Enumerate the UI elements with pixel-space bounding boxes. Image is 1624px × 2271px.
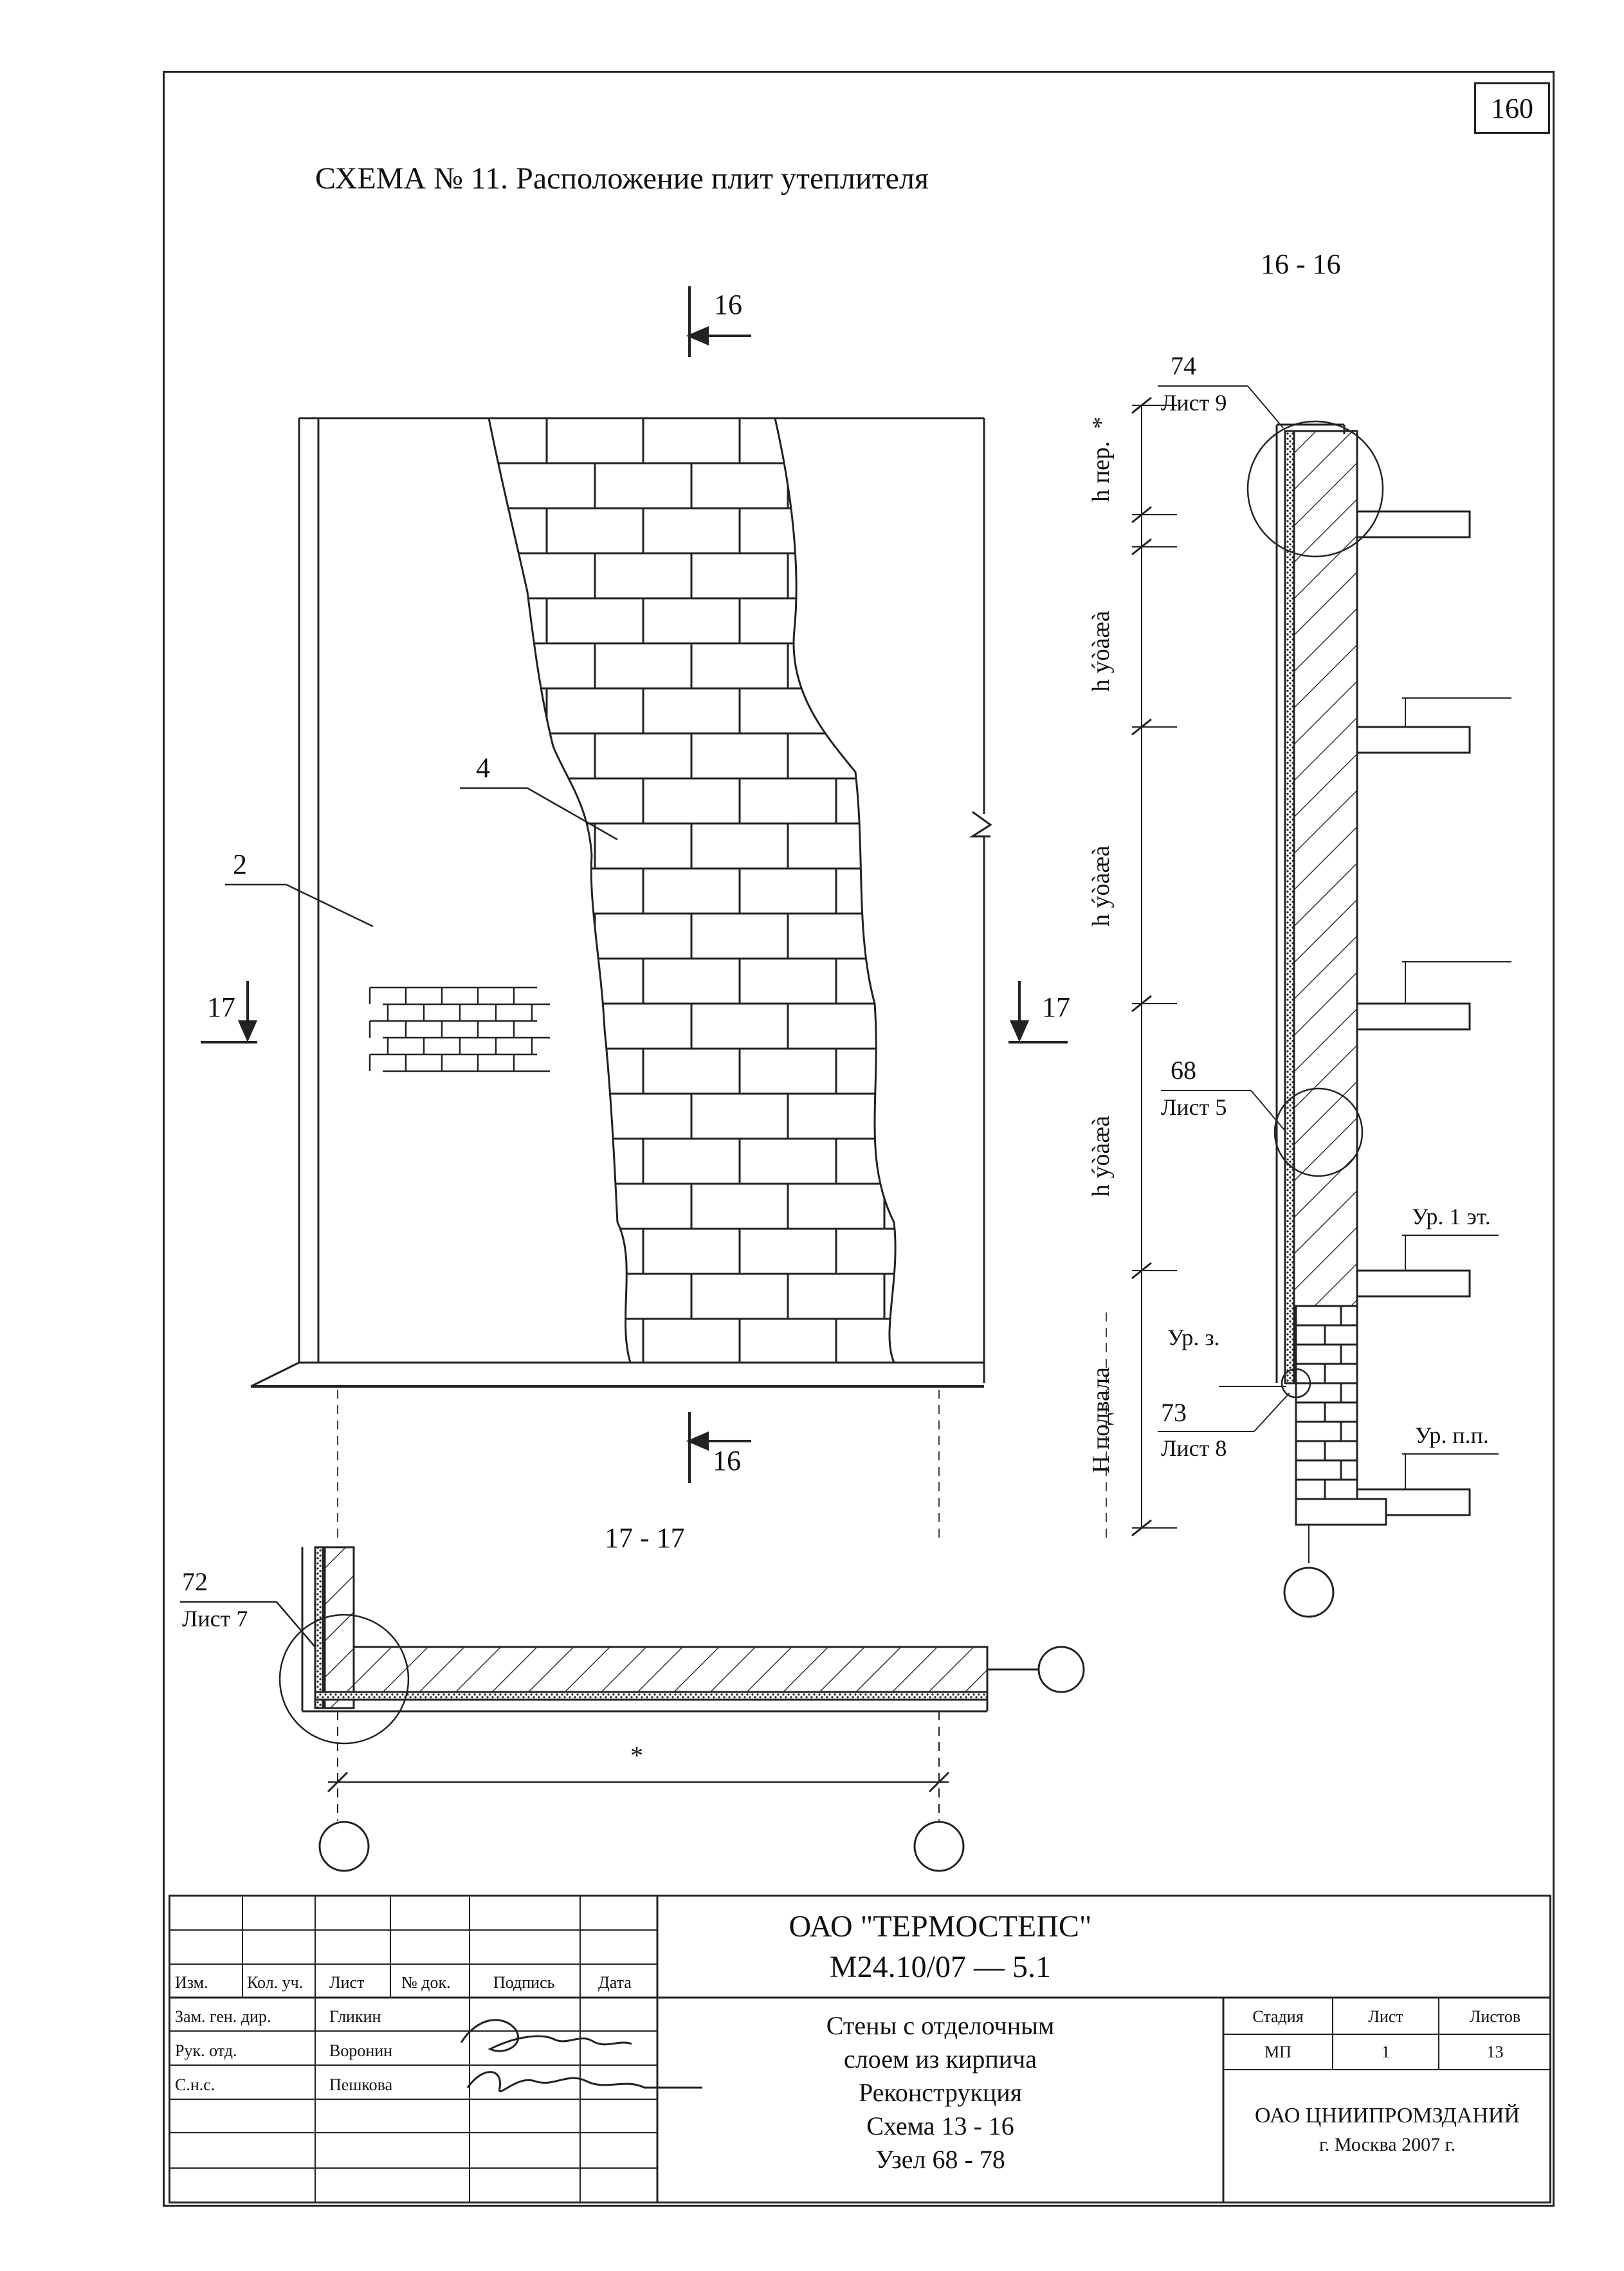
tb-description-5: Узел 68 - 78 — [875, 2145, 1005, 2174]
callout-2: 2 — [233, 849, 247, 880]
section-16-bottom-label: 16 — [713, 1445, 741, 1476]
tb-name-3: Пешкова — [329, 2075, 393, 2094]
tb-role-3: С.н.с. — [175, 2075, 215, 2094]
sheet-7-ref: Лист 7 — [182, 1606, 248, 1632]
tb-organization: ОАО ЦНИИПРОМЗДАНИЙ — [1254, 2104, 1520, 2128]
brick-cladding-area — [488, 417, 897, 1364]
tb-header-izm: Изм. — [175, 1973, 208, 1992]
dim-h-per: h пер. * — [1088, 416, 1115, 502]
dim-h-basement: H подвала — [1088, 1367, 1115, 1473]
section-16-16-title: 16 - 16 — [1261, 248, 1341, 280]
tb-header-list: Лист — [329, 1973, 365, 1992]
tb-sheets-value: 13 — [1486, 2043, 1504, 2061]
tb-header-date: Дата — [598, 1973, 632, 1992]
node-73: 73 — [1161, 1398, 1187, 1427]
callout-4: 4 — [476, 752, 490, 784]
sheet-8-ref: Лист 8 — [1161, 1435, 1227, 1461]
tb-role-2: Рук. отд. — [175, 2041, 237, 2060]
drawing-title: СХЕМА № 11. Расположение плит утеплителя — [315, 161, 929, 196]
tb-header-kol: Кол. уч. — [247, 1973, 304, 1992]
node-74: 74 — [1171, 351, 1196, 380]
dim-h-floor-2: h ýòàæà — [1088, 845, 1115, 926]
tb-description-4: Схема 13 - 16 — [866, 2111, 1014, 2140]
signature-peshkova — [466, 2071, 702, 2093]
page-frame — [163, 71, 1555, 2207]
tb-stage-header: Стадия — [1252, 2007, 1304, 2026]
tb-sheet-header: Лист — [1368, 2007, 1403, 2026]
extension-lines — [337, 1312, 1107, 1544]
plan-section-17 — [180, 1546, 1085, 1872]
brick-patch — [369, 986, 550, 1072]
tb-description-2: слоем из кирпича — [844, 2045, 1037, 2073]
vertical-section-16 — [1131, 385, 1511, 1618]
dim-h-floor-1: h ýòàæà — [1088, 611, 1115, 692]
tb-description-3: Реконструкция — [858, 2078, 1023, 2107]
tb-name-2: Воронин — [329, 2041, 393, 2060]
tb-sheets-header: Листов — [1469, 2007, 1521, 2026]
section-16-top-label: 16 — [714, 289, 742, 320]
sheet-9-ref: Лист 9 — [1161, 390, 1227, 416]
dim-h-floor-3: h ýòàæà — [1088, 1116, 1115, 1197]
tb-code: М24.10/07 — 5.1 — [829, 1950, 1051, 1984]
tb-sheet-value: 1 — [1382, 2043, 1390, 2061]
tb-stage-value: МП — [1264, 2043, 1291, 2061]
tb-city-year: г. Москва 2007 г. — [1319, 2134, 1455, 2155]
level-ground: Ур. з. — [1167, 1325, 1220, 1350]
title-block: Изм. Кол. уч. Лист № док. Подпись Дата З… — [169, 1895, 1551, 2203]
level-floor1: Ур. 1 эт. — [1412, 1204, 1491, 1229]
tb-role-1: Зам. ген. дир. — [175, 2007, 271, 2026]
sheet-number: 160 — [1474, 82, 1550, 134]
tb-header-sign: Подпись — [493, 1973, 555, 1992]
signature-voronin — [460, 2019, 632, 2052]
node-72: 72 — [182, 1567, 208, 1596]
section-17-right-label: 17 — [1042, 991, 1070, 1023]
section-17-left-label: 17 — [207, 991, 235, 1023]
callout-leaders — [225, 787, 618, 928]
tb-company: ОАО "ТЕРМОСТЕПС" — [789, 1909, 1092, 1944]
tb-description-1: Стены с отделочным — [826, 2011, 1055, 2040]
plan-dim-star: * — [630, 1741, 643, 1770]
tb-header-doc: № док. — [401, 1973, 451, 1992]
node-68: 68 — [1171, 1056, 1196, 1085]
sheet-5-ref: Лист 5 — [1161, 1094, 1227, 1120]
section-17-17-title: 17 - 17 — [605, 1522, 685, 1554]
section-markers — [201, 286, 1068, 1483]
tb-name-1: Гликин — [329, 2007, 381, 2026]
title-block-grid — [169, 1895, 1551, 2203]
level-basement-floor: Ур. п.п. — [1415, 1422, 1489, 1448]
